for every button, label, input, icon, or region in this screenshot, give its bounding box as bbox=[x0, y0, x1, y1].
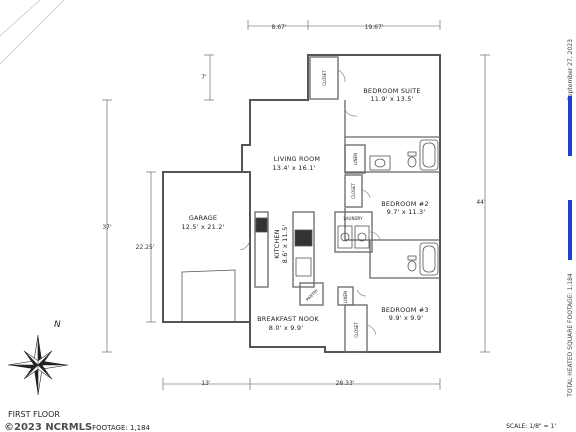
footer-footage: FOOTAGE: 1,184 bbox=[92, 424, 150, 432]
side-accent-bar-2 bbox=[568, 200, 572, 260]
linen-label: LINEN bbox=[353, 153, 358, 165]
bedroom-suite-name: BEDROOM SUITE bbox=[363, 87, 420, 95]
side-accent-bar bbox=[568, 96, 572, 156]
left-border bbox=[0, 0, 65, 65]
scale-label: SCALE: 1/8" = 1' bbox=[506, 423, 556, 430]
fixtures bbox=[181, 139, 439, 322]
living-room-size: 13.4' x 16.1' bbox=[272, 164, 315, 172]
breakfast-nook-size: 8.0' x 9.9' bbox=[269, 324, 303, 332]
door-swings bbox=[239, 69, 381, 336]
dim-bottom-right: 28.33' bbox=[336, 380, 355, 387]
breakfast-nook-name: BREAKFAST NOOK bbox=[257, 315, 319, 323]
rotated-labels: KITCHEN 8.6' x 11.5' CLOSET CLOSET CLOSE… bbox=[273, 70, 363, 338]
dim-right-overall: 44' bbox=[476, 199, 486, 206]
watermark: ©2023 NCRMLS bbox=[4, 422, 92, 432]
first-floor-label: FIRST FLOOR bbox=[8, 410, 60, 419]
living-room-name: LIVING ROOM bbox=[274, 155, 320, 163]
pantry-label: PANTRY bbox=[305, 287, 320, 302]
dim-offset: 7' bbox=[201, 74, 207, 81]
laundry-label: LAUNDRY bbox=[343, 216, 363, 221]
bedroom-suite-size: 11.9' x 13.5' bbox=[370, 95, 413, 103]
dim-garage-depth: 22.25' bbox=[136, 244, 155, 251]
linen-label-bed3: LINEN bbox=[343, 291, 348, 303]
bedroom3-name: BEDROOM #3 bbox=[381, 306, 429, 314]
closet-label-bed3: CLOSET bbox=[354, 322, 359, 338]
bedroom3-size: 9.9' x 9.9' bbox=[389, 314, 423, 322]
closet-label-bed2: CLOSET bbox=[351, 183, 356, 199]
dim-top-right: 19.67' bbox=[365, 24, 384, 31]
dim-left-overall: 37' bbox=[102, 224, 112, 231]
dim-bottom-left: 13' bbox=[201, 380, 211, 387]
dim-top-left: 8.67' bbox=[271, 24, 286, 31]
garage-name: GARAGE bbox=[189, 214, 217, 222]
exterior-walls bbox=[162, 54, 441, 353]
closet-label-suite: CLOSET bbox=[322, 70, 327, 86]
compass-icon bbox=[7, 334, 69, 396]
interior-walls bbox=[254, 56, 440, 353]
dimension-lines bbox=[102, 20, 490, 390]
bedroom2-size: 9.7' x 11.3' bbox=[387, 208, 426, 216]
side-total-footage: TOTAL HEATED SQUARE FOOTAGE: 1,184 bbox=[567, 273, 574, 398]
room-labels: BEDROOM SUITE 11.9' x 13.5' LIVING ROOM … bbox=[181, 87, 428, 332]
garage-size: 12.5' x 21.2' bbox=[181, 223, 224, 231]
dimension-labels: 8.67' 19.67' 7' 37' 22.25' 44' 13' 28.33… bbox=[102, 24, 486, 387]
kitchen-name: KITCHEN bbox=[273, 229, 281, 259]
kitchen-size: 8.6' x 11.5' bbox=[281, 225, 289, 264]
side-date: September 27, 2023 bbox=[567, 39, 574, 101]
compass-north-label: N bbox=[54, 320, 61, 330]
bedroom2-name: BEDROOM #2 bbox=[381, 200, 429, 208]
